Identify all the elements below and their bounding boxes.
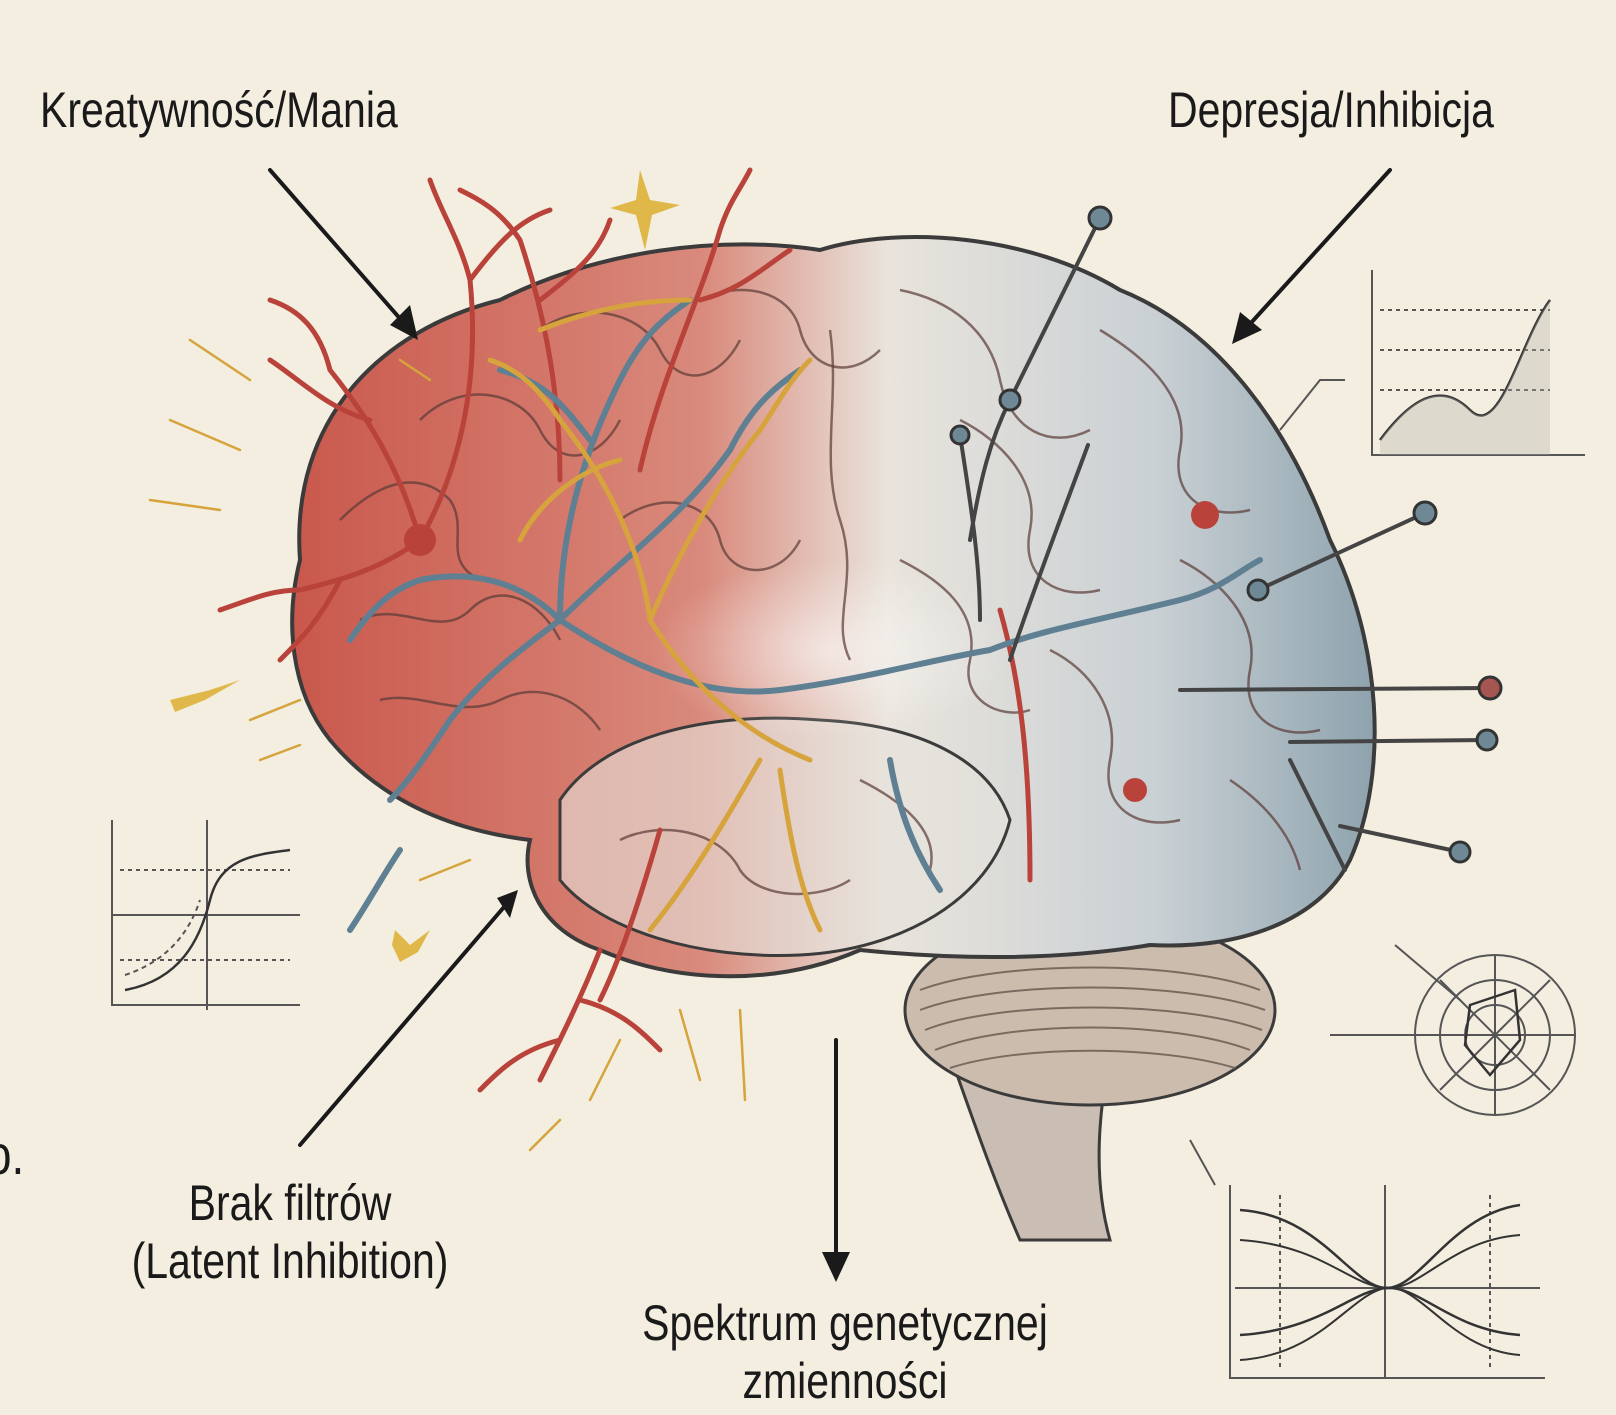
red-neuron-body-right: [1191, 501, 1219, 529]
label-genetic-spectrum-line2: zmienności: [615, 1353, 1074, 1411]
red-neuron-body-lower: [1123, 778, 1147, 802]
label-creativity-mania: Kreatywność/Mania: [40, 82, 398, 140]
probe-endpoint-red: [1479, 677, 1501, 699]
label-genetic-spectrum-line1: Spektrum genetycznej: [615, 1295, 1074, 1353]
cropped-text-fragment: o.: [0, 1123, 24, 1187]
label-latent-inhibition-line2: (Latent Inhibition): [101, 1233, 478, 1291]
red-neuron-body: [404, 524, 436, 556]
label-depression-inhibition: Depresja/Inhibicja: [1168, 82, 1494, 140]
label-latent-inhibition: Brak filtrów (Latent Inhibition): [101, 1175, 478, 1290]
label-latent-inhibition-line1: Brak filtrów: [101, 1175, 478, 1233]
label-genetic-spectrum: Spektrum genetycznej zmienności: [615, 1295, 1074, 1410]
